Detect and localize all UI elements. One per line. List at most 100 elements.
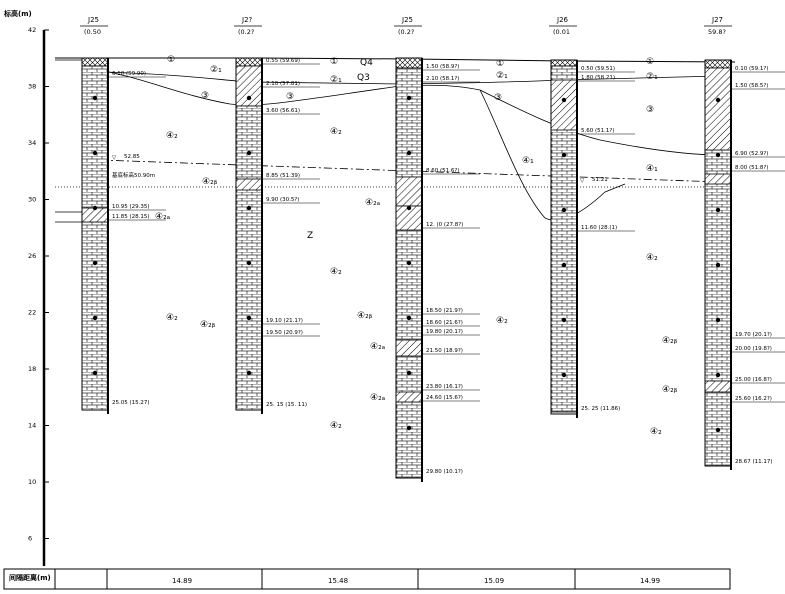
layer-depth-label: 8.00 (51.8?): [735, 165, 768, 171]
borehole-segment: [550, 79, 578, 131]
layer-depth-label: 3.60 (56.61): [266, 108, 300, 114]
soil-label-2-1: ②₁: [496, 71, 508, 81]
boreholes: J25(0.506.10 (59.90)10.95 (29.35)11.85 (…: [80, 16, 785, 482]
soil-label-4-2b: ④₂ᵦ: [200, 320, 216, 330]
borehole-elevation: (0.50: [84, 28, 101, 36]
axis-tick-label: 6: [28, 535, 32, 543]
borehole-segment: [550, 59, 578, 67]
soil-label-4-2a: ④₂ₐ: [370, 342, 385, 352]
sample-dot: [92, 205, 98, 211]
axis-tick-label: 26: [28, 252, 36, 260]
borehole-segment: [395, 57, 423, 69]
layer-depth-label: 12. (0 (27.8?): [426, 222, 463, 228]
sample-dot: [246, 260, 252, 266]
layer-depth-label: 21.50 (18.9?): [426, 348, 463, 354]
soil-label-4-2: ④₂: [330, 267, 342, 277]
layer-depth-label: 6.90 (52.9?): [735, 151, 768, 157]
boundary-layer3-top: [99, 69, 481, 106]
layer-depth-label: 0.10 (59.1?): [735, 66, 768, 72]
borehole-segment: [704, 173, 732, 185]
layer-depth-label: 24.60 (15.6?): [426, 395, 463, 401]
z-label: Z: [307, 231, 313, 241]
soil-label-4-2a: ④₂ₐ: [365, 198, 380, 208]
sample-dot: [561, 207, 567, 213]
spacing-value: 15.48: [328, 577, 348, 585]
sample-dot: [246, 150, 252, 156]
sample-dot: [715, 152, 721, 158]
sample-dot: [561, 97, 567, 103]
borehole-segment: [704, 380, 732, 393]
layer-depth-label: 25.00 (16.8?): [735, 377, 772, 383]
soil-label-3: ③: [201, 91, 209, 101]
sample-dot: [715, 427, 721, 433]
borehole-segment: [235, 57, 263, 67]
soil-label-4-2b: ④₂ᵦ: [357, 311, 373, 321]
soil-label-3: ③: [494, 93, 502, 103]
soil-label-4-2b: ④₂ᵦ: [662, 385, 678, 395]
soil-label-4-2: ④₂: [496, 316, 508, 326]
borehole-segment: [395, 67, 423, 479]
soil-label-4-1: ④₁: [646, 164, 658, 174]
spacing-value: 15.09: [484, 577, 504, 585]
layer-depth-label: 8.60 (51.6?): [426, 168, 459, 174]
sample-dot: [406, 205, 412, 211]
sample-dot: [92, 95, 98, 101]
layer-depth-label: 6.10 (59.90): [112, 71, 146, 77]
layer-depth-label: 1.50 (58.5?): [735, 83, 768, 89]
sample-dot: [92, 260, 98, 266]
axis-tick-label: 14: [28, 422, 36, 430]
spacing-value: 14.99: [640, 577, 660, 585]
sample-dot: [92, 370, 98, 376]
water-level-2: 51.21: [592, 177, 608, 183]
borehole-id: J27: [711, 16, 723, 24]
borehole-j25: J25(0.2?1.50 (58.9?)2.10 (58.1?)8.60 (51…: [394, 16, 480, 482]
axis-tick-label: 34: [28, 139, 36, 147]
borehole-j2?: J2?(0.2?0.55 (59.69)2.10 (57.81)3.60 (56…: [234, 16, 320, 414]
soil-label-4-2: ④₂: [330, 421, 342, 431]
borehole-segment: [395, 339, 423, 357]
distance-table: 间隔距离(m) 14.89 15.48 15.09 14.99: [3, 568, 731, 590]
borehole-segment: [704, 59, 732, 69]
borehole-j25: J25(0.506.10 (59.90)10.95 (29.35)11.85 (…: [80, 16, 166, 414]
boundary-layer3-bottom: [479, 89, 721, 156]
layer-depth-label: 20.00 (19.8?): [735, 346, 772, 352]
soil-label-4-1: ④₁: [522, 156, 534, 166]
layer-depth-label: 1.50 (58.9?): [426, 64, 459, 70]
soil-label-1: ①: [496, 59, 504, 69]
base-elevation-label: 基底标高50.90m: [112, 171, 155, 179]
borehole-id: J25: [87, 16, 99, 24]
q3-label: Q3: [357, 73, 370, 83]
soil-label-1: ①: [330, 57, 338, 67]
sample-dot: [561, 317, 567, 323]
ground-line: [55, 57, 736, 63]
sample-dot: [561, 262, 567, 268]
soil-label-4-2: ④₂: [166, 131, 178, 141]
soil-label-1: ①: [646, 57, 654, 67]
borehole-id: J26: [556, 16, 569, 24]
borehole-bottom-label: 25. 25 (11.86): [581, 406, 620, 412]
sample-dot: [246, 370, 252, 376]
sample-dot: [92, 150, 98, 156]
layer-depth-label: 8.85 (51.39): [266, 173, 300, 179]
boundary-layer4-1: [479, 89, 626, 221]
axis-tick-label: 18: [28, 365, 36, 373]
layer-depth-label: 0.50 (59.51): [581, 66, 615, 72]
sample-dot: [92, 315, 98, 321]
layer-depth-label: 2.10 (57.81): [266, 81, 300, 87]
borehole-segment: [395, 176, 423, 207]
borehole-segment: [235, 178, 263, 191]
soil-label-4-2b: ④₂ᵦ: [202, 177, 218, 187]
axis-tick-label: 42: [28, 26, 36, 34]
distance-label: 间隔距离(m): [9, 573, 51, 582]
borehole-segment: [704, 67, 732, 151]
layer-depth-label: 10.95 (29.35): [112, 204, 150, 210]
sample-dot: [715, 372, 721, 378]
layer-depth-label: 0.55 (59.69): [266, 58, 300, 64]
borehole-segment: [81, 57, 109, 67]
soil-label-4-2: ④₂: [650, 427, 662, 437]
soil-label-3: ③: [646, 105, 654, 115]
borehole-id: J25: [401, 16, 413, 24]
water-triangle: ▽: [580, 178, 585, 184]
layer-depth-label: 19.10 (21.1?): [266, 318, 303, 324]
axis-tick-label: 10: [28, 478, 36, 486]
